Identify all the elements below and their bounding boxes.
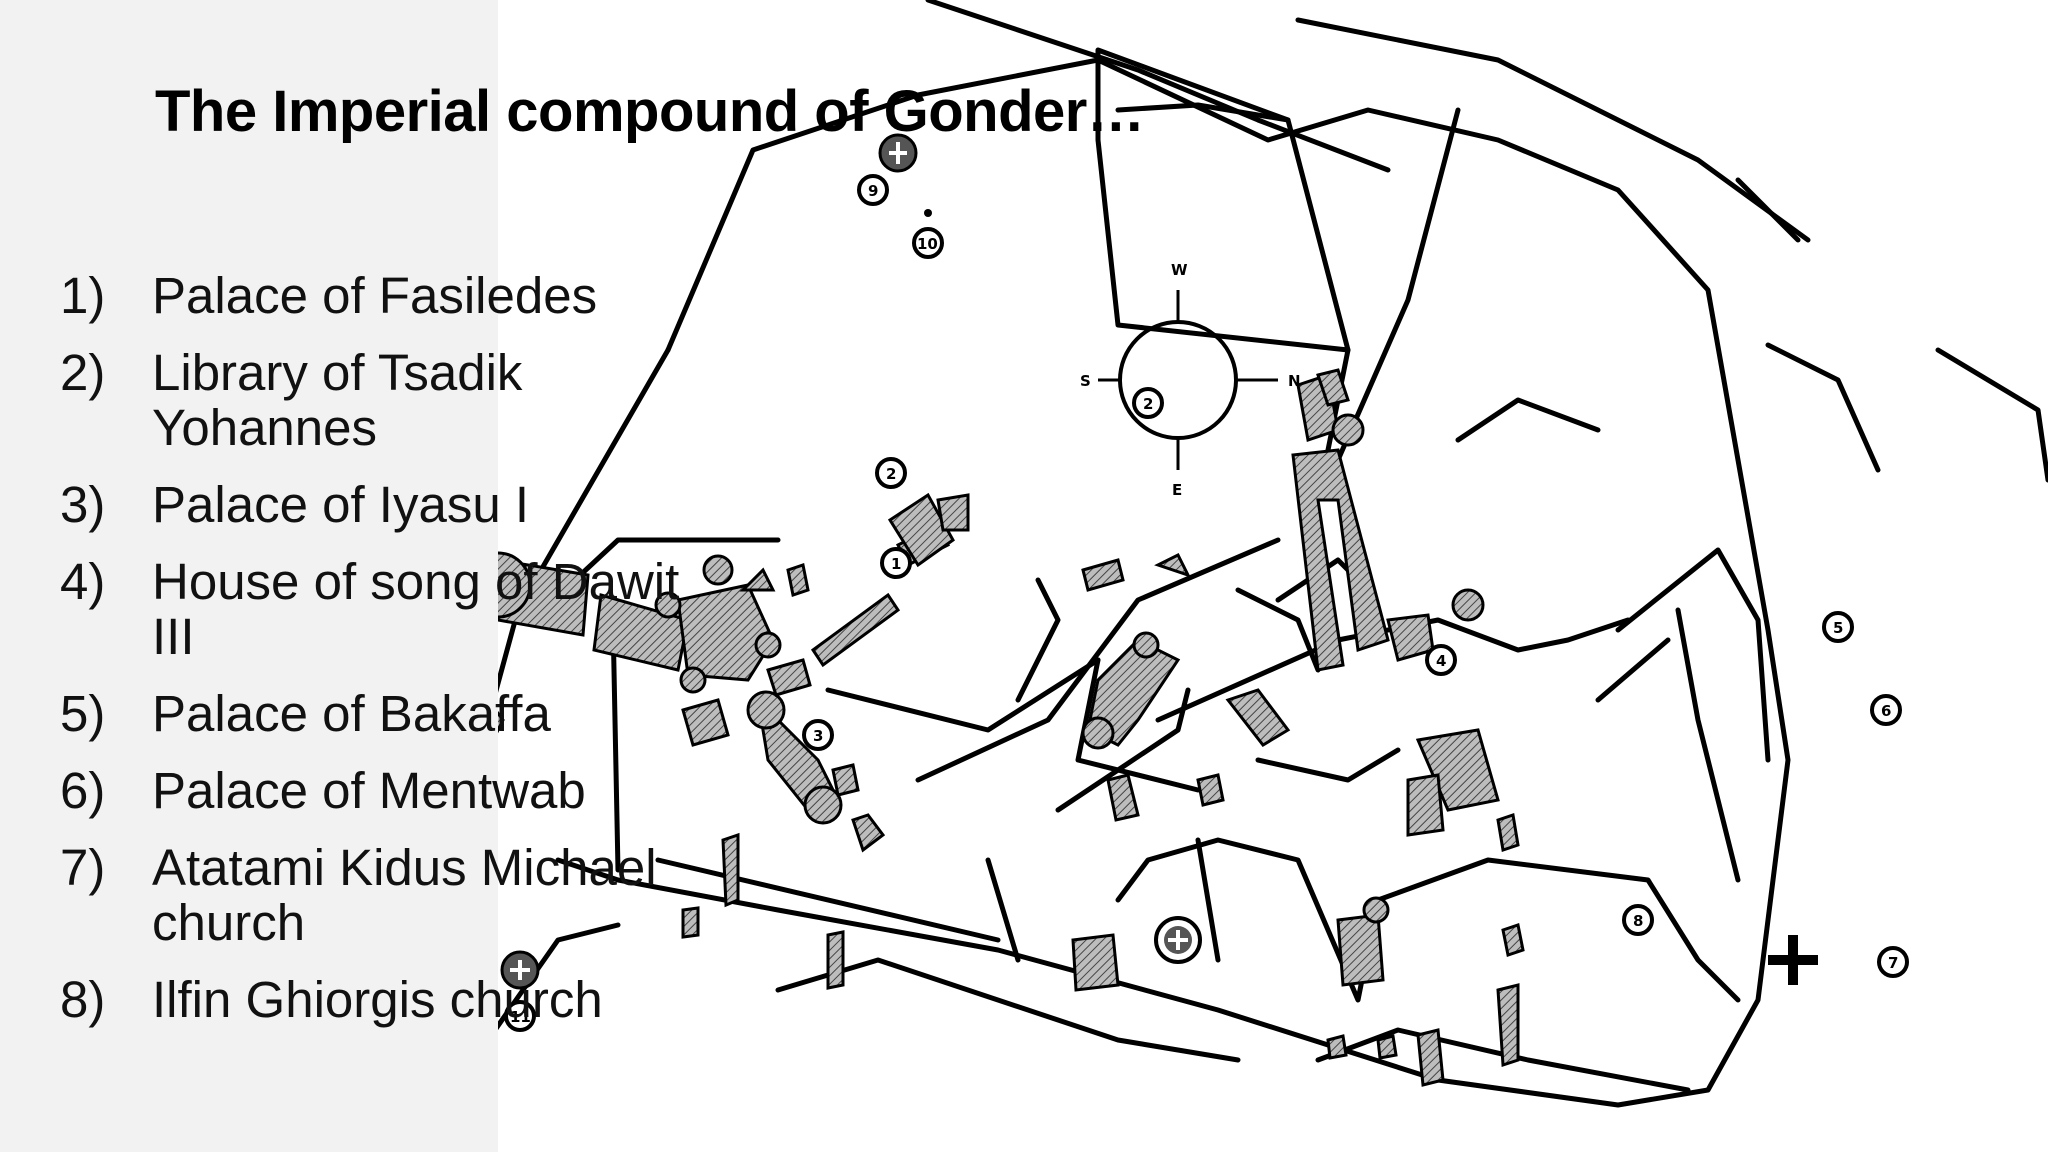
- svg-text:2: 2: [886, 465, 896, 483]
- marker-3: 3: [802, 719, 834, 751]
- compass: W S N E: [1080, 261, 1301, 499]
- compound-walls: [498, 0, 2048, 1108]
- buildings: [498, 368, 1525, 1087]
- svg-text:4: 4: [1436, 652, 1446, 670]
- legend-item: 7)Atatami Kidus Michael church: [60, 839, 657, 951]
- compound-map: W S N E 1 2 2 3 4 5 6 7 8 9 10 11: [498, 0, 2048, 1152]
- map-markers: 1 2 2 3 4 5 6 7 8 9 10 11: [504, 174, 1909, 1032]
- marker-5: 5: [1822, 611, 1854, 643]
- marker-8: 8: [1622, 904, 1654, 936]
- marker-7: 7: [1877, 946, 1909, 978]
- marker-10: 10: [912, 227, 944, 259]
- marker-4: 4: [1425, 644, 1457, 676]
- svg-text:9: 9: [868, 182, 878, 200]
- svg-text:10: 10: [917, 235, 938, 253]
- svg-text:8: 8: [1633, 912, 1643, 930]
- legend-item: 1)Palace of Fasiledes: [60, 267, 598, 324]
- legend-item: 6)Palace of Mentwab: [60, 762, 586, 819]
- marker-11: 11: [504, 1000, 536, 1032]
- compass-w: W: [1171, 261, 1188, 279]
- church-cross-icons: [500, 133, 1818, 990]
- svg-text:5: 5: [1833, 619, 1843, 637]
- legend-item: 3)Palace of Iyasu I: [60, 476, 530, 533]
- marker-2a: 2: [1132, 387, 1164, 419]
- cross-icon: [1768, 935, 1818, 985]
- legend-item: 5)Palace of Bakaffa: [60, 685, 551, 742]
- slide-title: The Imperial compound of Gonder…: [155, 79, 1145, 144]
- svg-text:11: 11: [510, 1008, 531, 1026]
- svg-text:6: 6: [1881, 702, 1891, 720]
- marker-2b: 2: [875, 457, 907, 489]
- legend-item: 4)House of song of Dawit III: [60, 553, 680, 665]
- svg-text:2: 2: [1143, 395, 1153, 413]
- compass-e: E: [1172, 481, 1182, 499]
- legend-item: 2)Library of Tsadik Yohannes: [60, 344, 523, 456]
- compass-n: N: [1288, 372, 1301, 390]
- marker-1: 1: [880, 547, 912, 579]
- svg-text:1: 1: [891, 555, 901, 573]
- legend-item: 8)Ilfin Ghiorgis church: [60, 971, 603, 1028]
- marker-6: 6: [1870, 694, 1902, 726]
- svg-text:7: 7: [1888, 954, 1898, 972]
- svg-text:3: 3: [813, 727, 823, 745]
- left-panel: [0, 0, 498, 1152]
- marker-9: 9: [857, 174, 889, 206]
- compass-s: S: [1080, 372, 1091, 390]
- legend-list: 1)Palace of Fasiledes 2)Library of Tsadi…: [60, 268, 680, 1049]
